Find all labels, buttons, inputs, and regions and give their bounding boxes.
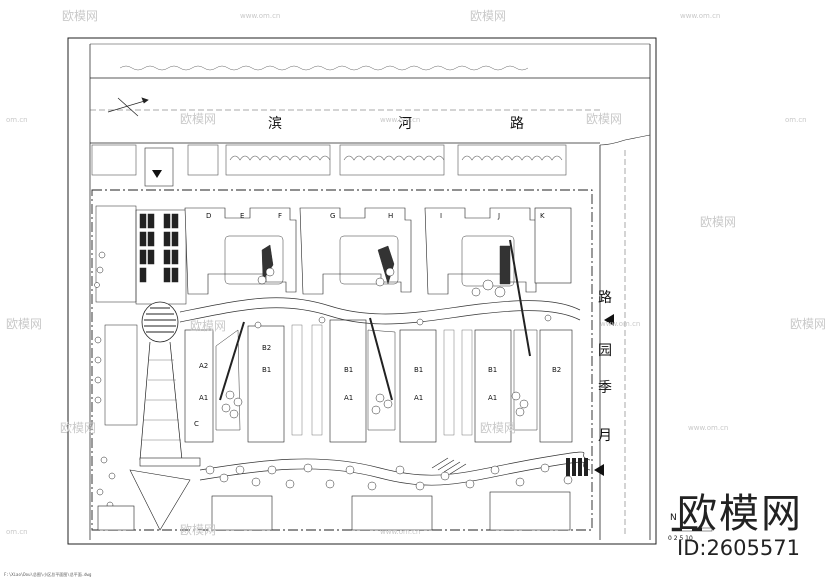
svg-text:www.om.cn: www.om.cn bbox=[380, 528, 420, 536]
svg-text:E: E bbox=[240, 212, 244, 220]
east-entrance-arrow-icon-2 bbox=[594, 464, 604, 476]
north-symbol: N bbox=[670, 513, 677, 523]
svg-text:www.om.cn: www.om.cn bbox=[600, 320, 640, 328]
file-path: F:\Xiao\Dou\总图\小区总平面图\总平面.dwg bbox=[4, 572, 92, 577]
tree-symbols bbox=[94, 251, 573, 509]
building-labels: D E F G H I J K A1 A2 B1 B2 C B1 B1 B1 B… bbox=[194, 212, 561, 428]
road-char-north-3: 路 bbox=[510, 116, 524, 132]
north-arrow-icon bbox=[107, 97, 149, 117]
svg-text:欧模网: 欧模网 bbox=[790, 317, 825, 331]
svg-text:欧模网: 欧模网 bbox=[60, 421, 96, 435]
road-char-east-3: 季 bbox=[598, 380, 612, 396]
road-char-north-1: 滨 bbox=[268, 116, 282, 132]
svg-text:A1: A1 bbox=[344, 394, 353, 402]
east-entrance-arrow-icon bbox=[604, 314, 614, 326]
svg-text:A1: A1 bbox=[488, 394, 497, 402]
site-boundary bbox=[91, 189, 593, 531]
svg-text:B2: B2 bbox=[262, 344, 271, 352]
road-char-east-4: 月 bbox=[598, 428, 612, 444]
svg-text:D: D bbox=[206, 212, 211, 220]
svg-text:om.cn: om.cn bbox=[785, 116, 807, 124]
svg-text:欧模网: 欧模网 bbox=[586, 112, 622, 126]
svg-text:om.cn: om.cn bbox=[6, 116, 28, 124]
north-road: 滨 河 路 bbox=[90, 65, 650, 144]
svg-text:欧模网: 欧模网 bbox=[62, 9, 98, 23]
svg-text:www.om.cn: www.om.cn bbox=[680, 12, 720, 20]
svg-text:C: C bbox=[194, 420, 199, 428]
svg-text:B1: B1 bbox=[344, 366, 353, 374]
model-id: ID:2605571 bbox=[677, 536, 800, 560]
entrance-arrow-icon bbox=[144, 147, 174, 187]
scale-text: 0 2 5 10 bbox=[668, 535, 693, 542]
svg-text:欧模网: 欧模网 bbox=[480, 421, 516, 435]
bottom-row-buildings bbox=[184, 319, 573, 443]
svg-text:om.cn: om.cn bbox=[6, 528, 28, 536]
svg-text:A2: A2 bbox=[199, 362, 208, 370]
south-east-hatch bbox=[431, 457, 467, 475]
svg-text:www.om.cn: www.om.cn bbox=[380, 116, 420, 124]
brand-stamp: 欧模网 ID:2605571 bbox=[677, 494, 803, 560]
svg-text:欧模网: 欧模网 bbox=[700, 215, 736, 229]
svg-text:欧模网: 欧模网 bbox=[190, 319, 226, 333]
road-char-east-2: 园 bbox=[598, 343, 612, 359]
road-char-north-2: 河 bbox=[398, 116, 412, 132]
svg-text:K: K bbox=[540, 212, 545, 220]
svg-text:欧模网: 欧模网 bbox=[180, 523, 216, 537]
drawing-frame bbox=[67, 37, 657, 545]
svg-text:A1: A1 bbox=[414, 394, 423, 402]
north-hedges bbox=[91, 144, 567, 176]
south-east-crosswalk bbox=[566, 458, 588, 476]
road-char-east-1: 路 bbox=[598, 290, 612, 306]
svg-text:B2: B2 bbox=[552, 366, 561, 374]
scale-bar: 0 2 5 10 N bbox=[668, 513, 713, 542]
brand-logo: 欧模网 bbox=[677, 491, 803, 537]
svg-text:欧模网: 欧模网 bbox=[180, 112, 216, 126]
svg-text:欧模网: 欧模网 bbox=[6, 317, 42, 331]
svg-text:H: H bbox=[388, 212, 393, 220]
svg-text:www.om.cn: www.om.cn bbox=[688, 424, 728, 432]
oval-plaza bbox=[129, 301, 201, 531]
svg-text:J: J bbox=[497, 212, 500, 220]
central-path bbox=[179, 297, 581, 315]
svg-text:A1: A1 bbox=[199, 394, 208, 402]
svg-text:www.om.cn: www.om.cn bbox=[240, 12, 280, 20]
svg-text:B1: B1 bbox=[414, 366, 423, 374]
svg-text:G: G bbox=[330, 212, 335, 220]
watermarks: 欧模网 www.om.cn 欧模网 www.om.cn om.cn 欧模网 ww… bbox=[6, 9, 825, 537]
svg-text:F: F bbox=[278, 212, 282, 220]
top-row-buildings bbox=[184, 207, 572, 295]
east-road: 路 园 季 月 bbox=[594, 44, 651, 540]
south-buildings bbox=[97, 491, 571, 531]
svg-text:B1: B1 bbox=[262, 366, 271, 374]
parking-strips bbox=[291, 324, 473, 436]
svg-text:B1: B1 bbox=[488, 366, 497, 374]
svg-text:欧模网: 欧模网 bbox=[470, 9, 506, 23]
bottom-courtyards bbox=[215, 239, 538, 431]
svg-text:I: I bbox=[440, 212, 442, 220]
